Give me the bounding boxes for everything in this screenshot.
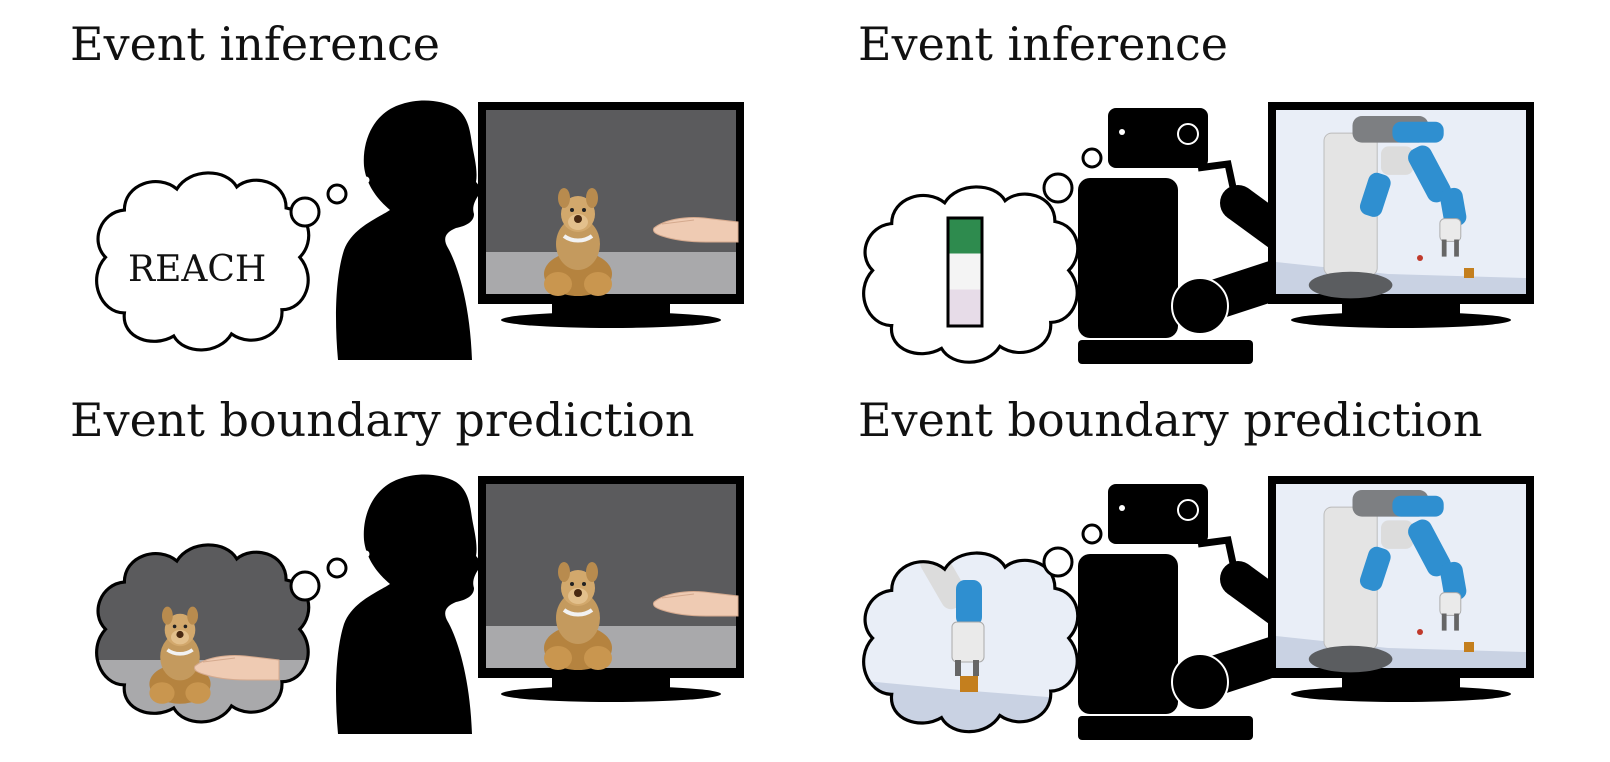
thought-bubble <box>862 523 1103 734</box>
event-label: REACH <box>128 249 266 290</box>
video-monitor <box>478 102 744 328</box>
human-event-inference-panel: REACH <box>95 100 744 360</box>
thought-bubble <box>95 543 348 724</box>
human-boundary-prediction-panel <box>95 474 744 734</box>
video-monitor <box>478 476 744 702</box>
simulation-monitor <box>1268 102 1534 328</box>
thought-bubble: REACH <box>95 171 348 352</box>
human-silhouette <box>336 474 481 734</box>
panel-title: Event boundary prediction <box>70 393 694 447</box>
human-silhouette <box>336 100 481 360</box>
robot-event-inference-panel <box>862 102 1534 364</box>
panel-title: Event inference <box>70 17 440 71</box>
panel-title: Event boundary prediction <box>858 393 1482 447</box>
thought-bubble <box>862 147 1103 364</box>
event-probability-bar <box>946 216 984 328</box>
simulation-monitor <box>1268 476 1534 702</box>
robot-boundary-prediction-panel <box>862 476 1534 740</box>
panel-title: Event inference <box>858 17 1228 71</box>
